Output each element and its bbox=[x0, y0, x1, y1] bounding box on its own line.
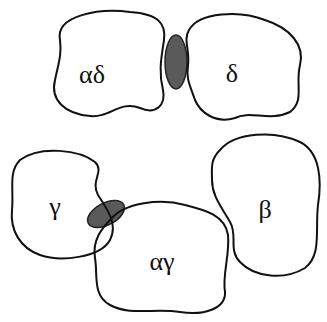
subunit: δ bbox=[178, 6, 308, 126]
subunit: αγ bbox=[92, 196, 232, 318]
subunit-outline bbox=[94, 202, 228, 313]
subunit: γ bbox=[6, 144, 120, 264]
subunit-outline bbox=[12, 151, 113, 259]
subunit-outline bbox=[48, 6, 178, 120]
subunit-outline bbox=[187, 14, 301, 120]
subunit-label: δ bbox=[226, 61, 238, 87]
subunit-label: αγ bbox=[149, 249, 174, 275]
subunit-outline bbox=[178, 6, 308, 126]
binding-site bbox=[165, 35, 187, 89]
subunit-label: αδ bbox=[79, 62, 105, 88]
subunit-outline bbox=[6, 144, 120, 264]
subunit-label: β bbox=[258, 197, 271, 223]
subunit: αδ bbox=[48, 6, 178, 120]
subunit: β bbox=[208, 130, 324, 280]
subunit-outline bbox=[54, 11, 164, 116]
subunit-label: γ bbox=[49, 194, 61, 220]
binding-site bbox=[83, 195, 129, 233]
